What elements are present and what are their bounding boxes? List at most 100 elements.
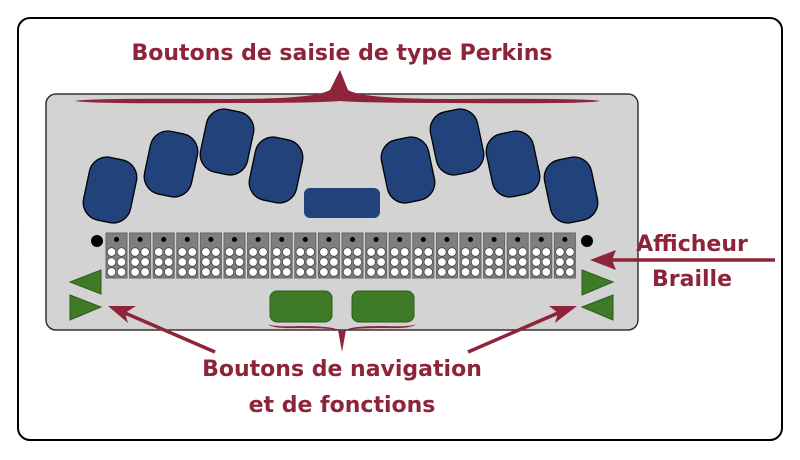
afficheur-label-line1: Afficheur xyxy=(636,232,748,257)
routing-key-dot[interactable] xyxy=(137,237,143,242)
routing-key-dot[interactable] xyxy=(562,237,568,242)
braille-pin xyxy=(390,247,400,257)
perkins-key-dot-5[interactable] xyxy=(427,106,487,179)
nav-left-up-arrow-icon[interactable] xyxy=(68,269,102,295)
braille-pin xyxy=(295,257,306,267)
perkins-key-dot-3[interactable] xyxy=(141,128,201,201)
braille-pin xyxy=(531,267,542,277)
braille-cell xyxy=(506,232,529,279)
perkins-key-dot-2[interactable] xyxy=(197,106,257,179)
nav-right-up-arrow-icon[interactable] xyxy=(581,269,615,296)
braille-pin xyxy=(531,257,542,267)
braille-cell xyxy=(129,232,152,279)
braille-cell-body xyxy=(223,232,246,279)
annotation-arrows xyxy=(108,250,775,354)
braille-pin xyxy=(177,267,188,277)
routing-key-dot[interactable] xyxy=(397,237,403,242)
braille-pin xyxy=(484,247,494,257)
braille-cell-body xyxy=(152,232,175,279)
navigation-label-line2: et de fonctions xyxy=(249,393,436,418)
routing-key-dot[interactable] xyxy=(444,237,450,242)
function-button-right[interactable] xyxy=(351,290,415,323)
routing-key-dot[interactable] xyxy=(350,237,355,242)
braille-pin xyxy=(508,257,518,267)
braille-pin xyxy=(130,257,140,267)
braille-cell-body xyxy=(341,232,364,279)
braille-cell-body xyxy=(129,232,152,279)
braille-cell-body xyxy=(270,232,293,279)
routing-key-dot[interactable] xyxy=(232,237,237,242)
braille-pin xyxy=(106,267,117,277)
braille-pin xyxy=(437,247,447,257)
braille-cell xyxy=(341,232,364,279)
braille-pin xyxy=(177,247,188,257)
routing-key-dot[interactable] xyxy=(515,237,521,242)
braille-pin xyxy=(116,257,127,267)
braille-pin xyxy=(460,257,471,267)
braille-pin xyxy=(342,267,353,277)
braille-pin xyxy=(400,257,410,267)
braille-pin xyxy=(400,247,410,257)
braille-pin xyxy=(282,247,292,257)
nav-left-down-arrow-icon[interactable] xyxy=(69,294,103,321)
nav-right-down-arrow-icon[interactable] xyxy=(580,294,614,321)
routing-key-dot[interactable] xyxy=(255,237,261,242)
braille-pin xyxy=(295,267,306,277)
braille-cell xyxy=(247,232,270,279)
perkins-key-dot-6[interactable] xyxy=(483,128,543,201)
braille-pin xyxy=(390,267,400,277)
perkins-key-dot-7[interactable] xyxy=(80,154,140,227)
routing-key-dot[interactable] xyxy=(184,237,190,242)
routing-key-dot[interactable] xyxy=(302,237,308,242)
braille-pin xyxy=(116,267,127,277)
braille-pin xyxy=(484,257,494,267)
left-indicator-dot xyxy=(91,235,103,247)
perkins-key-dot-1[interactable] xyxy=(246,134,306,207)
routing-key-dot[interactable] xyxy=(491,237,497,242)
routing-key-dot[interactable] xyxy=(468,237,473,242)
braille-cell xyxy=(365,232,388,279)
space-bar[interactable] xyxy=(304,188,380,218)
function-brace xyxy=(268,324,416,352)
routing-key-dot[interactable] xyxy=(161,237,167,242)
braille-pin xyxy=(555,267,565,277)
routing-key-dot[interactable] xyxy=(114,237,119,242)
braille-pin xyxy=(153,267,164,277)
perkins-key-dot-4[interactable] xyxy=(378,134,438,207)
perkins-label: Boutons de saisie de type Perkins xyxy=(132,41,553,66)
braille-pin xyxy=(437,267,447,277)
braille-pin xyxy=(565,257,575,267)
braille-pin xyxy=(234,247,245,257)
braille-cell xyxy=(105,232,128,279)
braille-pin xyxy=(258,257,268,267)
braille-cell-body xyxy=(388,232,411,279)
routing-key-dot[interactable] xyxy=(208,237,214,242)
braille-pin xyxy=(140,257,150,267)
braille-pin xyxy=(201,247,211,257)
braille-pin xyxy=(531,247,542,257)
perkins-key-dot-8[interactable] xyxy=(541,154,601,227)
braille-pin xyxy=(140,247,150,257)
routing-key-dot[interactable] xyxy=(326,237,332,242)
braille-pin xyxy=(366,267,376,277)
braille-cell-body xyxy=(105,232,128,279)
braille-pin xyxy=(163,257,174,267)
afficheur-arrowhead-icon xyxy=(590,250,616,270)
braille-pin xyxy=(329,257,339,267)
braille-pin xyxy=(130,267,140,277)
routing-key-dot[interactable] xyxy=(420,237,426,242)
braille-pin xyxy=(234,257,245,267)
braille-pin xyxy=(140,267,150,277)
braille-pin xyxy=(541,267,552,277)
braille-pin xyxy=(248,257,258,267)
braille-pin xyxy=(470,267,481,277)
braille-cell-body xyxy=(506,232,529,279)
braille-pin xyxy=(177,257,188,267)
afficheur-label-line2: Braille xyxy=(652,267,732,292)
function-button-left[interactable] xyxy=(269,290,333,323)
routing-key-dot[interactable] xyxy=(538,237,544,242)
routing-key-dot[interactable] xyxy=(373,237,379,242)
braille-cell-body xyxy=(317,232,340,279)
braille-pin xyxy=(187,267,198,277)
routing-key-dot[interactable] xyxy=(279,237,285,242)
